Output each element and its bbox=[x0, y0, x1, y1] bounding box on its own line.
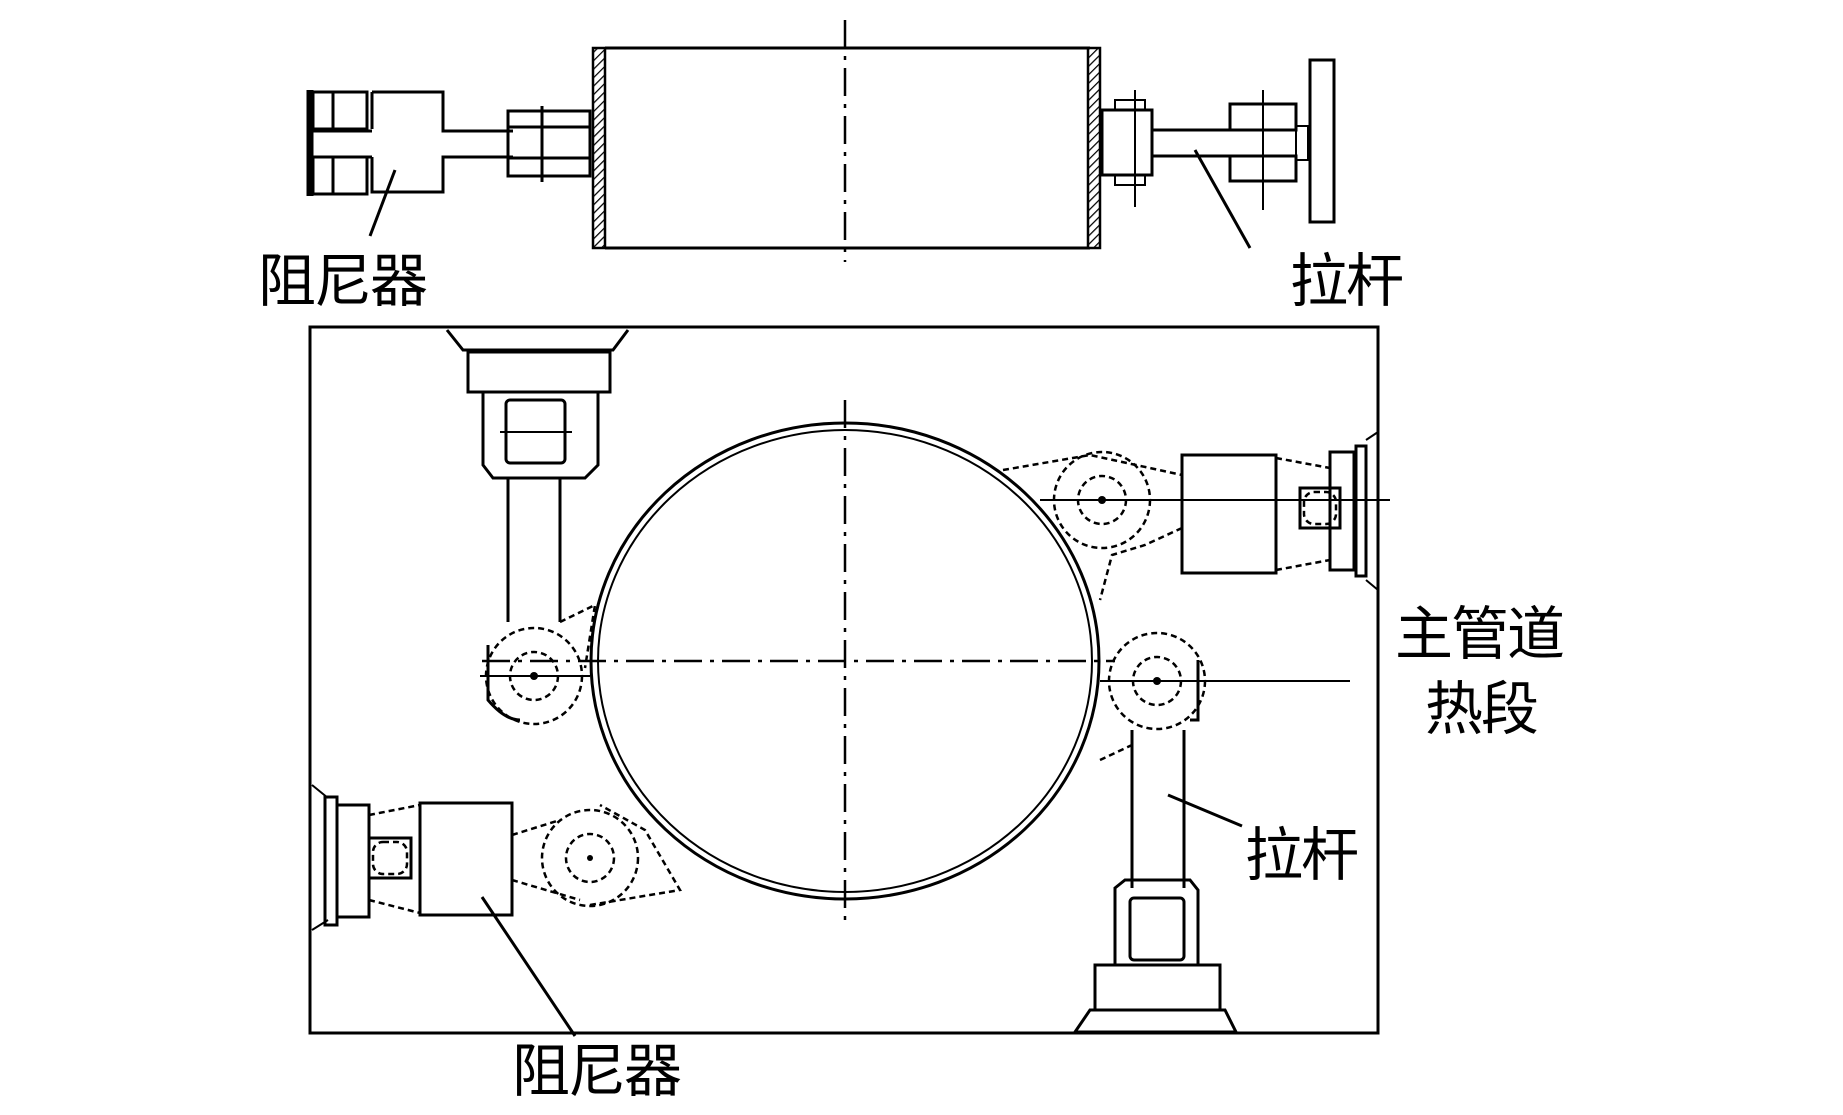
label-main-pipe-line1: 主管道 bbox=[1395, 600, 1565, 668]
pipe-wall-left bbox=[591, 46, 607, 250]
leader-line-top-tie-rod bbox=[1193, 149, 1252, 249]
tie-rod-upper-left bbox=[445, 329, 630, 726]
label-main-pipe-line2: 热段 bbox=[1425, 675, 1539, 743]
damper-upper-right bbox=[1002, 431, 1390, 601]
pipe-cylinder-side-view bbox=[591, 20, 1102, 262]
label-damper-bottom: 阻尼器 bbox=[512, 1037, 682, 1105]
tie-rod-top-view bbox=[1100, 58, 1336, 224]
leader-line-top-damper bbox=[368, 169, 397, 237]
tie-rod-lower-right bbox=[1072, 631, 1350, 1034]
main-pipe-cross-section bbox=[482, 400, 1115, 920]
label-tie-rod-lower: 拉杆 bbox=[1245, 821, 1359, 889]
leader-line-lower-tie-rod bbox=[1167, 793, 1243, 828]
tie-rod-end-plate bbox=[1308, 58, 1336, 224]
section-view bbox=[308, 325, 1390, 1037]
label-damper-top: 阻尼器 bbox=[258, 247, 428, 315]
label-tie-rod-top: 拉杆 bbox=[1290, 247, 1404, 315]
damper-lower-left bbox=[311, 784, 682, 931]
frame-border bbox=[308, 325, 1380, 1035]
pipe-wall-right bbox=[1086, 46, 1102, 250]
leader-line-bottom-damper bbox=[480, 896, 577, 1037]
damper-top-view bbox=[306, 90, 592, 196]
top-view bbox=[306, 20, 1336, 262]
